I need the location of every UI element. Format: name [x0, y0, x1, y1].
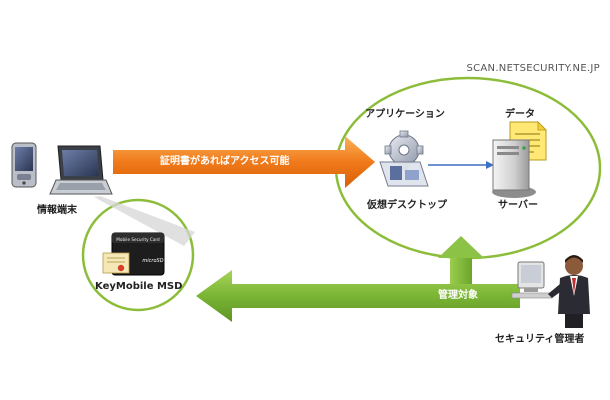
managed-arrow-riser [450, 256, 472, 286]
server-icon [492, 139, 536, 198]
laptop-icon [49, 145, 113, 195]
managed-area-ellipse [334, 76, 602, 260]
admin-person-icon [511, 255, 590, 328]
app-to-server-arrowhead [486, 161, 494, 169]
access-arrow [113, 136, 375, 188]
gear-icon [379, 130, 429, 187]
msd-label: KeyMobile MSD [95, 281, 183, 292]
admin-label: セキュリティ管理者 [495, 334, 585, 345]
watermark: SCAN.NETSECURITY.NE.JP [466, 63, 600, 74]
server-label: サーバー [498, 200, 538, 211]
managed-arrow-label: 管理対象 [438, 290, 478, 301]
pda-icon [11, 142, 37, 188]
card-brand-text: microSD [142, 258, 163, 264]
virtual-desktop-label: 仮想デスクトップ [367, 200, 447, 211]
sd-card-icon: Mobile Security Card microSD [102, 232, 165, 276]
access-arrow-label: 証明書があればアクセス可能 [160, 156, 290, 167]
terminal-label: 情報端末 [37, 205, 77, 216]
data-label: データ [505, 109, 535, 120]
managed-arrow [196, 270, 520, 322]
laptop-to-msd-wedge [94, 196, 195, 246]
managed-arrow-riser-head [438, 236, 484, 258]
card-title-text: Mobile Security Card [116, 237, 160, 242]
application-label: アプリケーション [365, 109, 445, 120]
msd-ellipse [81, 198, 195, 312]
